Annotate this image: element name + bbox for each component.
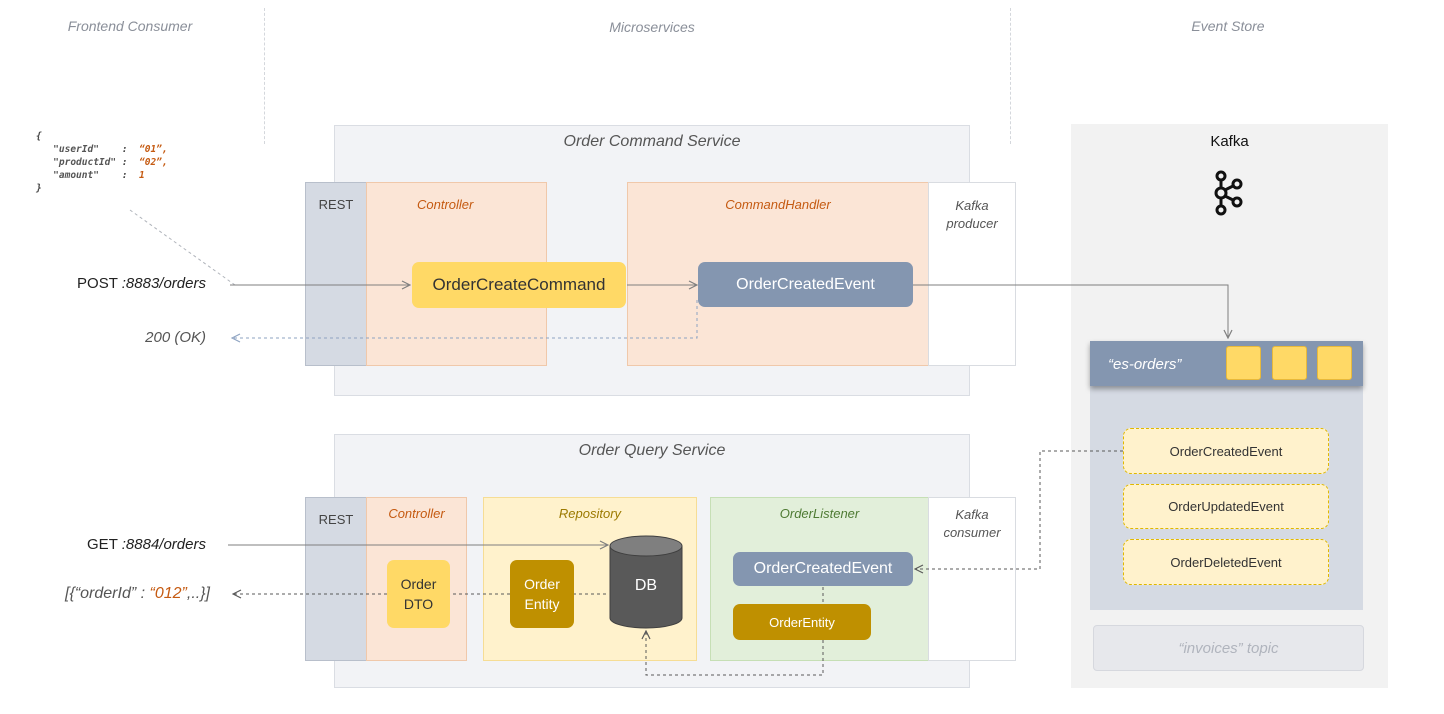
order-query-service-title: Order Query Service bbox=[578, 442, 726, 459]
query-controller: Controller bbox=[366, 497, 467, 661]
order-entity-line2: Entity bbox=[524, 596, 560, 612]
get-response-suffix: ,..}] bbox=[186, 585, 210, 602]
json-close-brace: } bbox=[36, 183, 42, 194]
get-response-value: “012” bbox=[149, 585, 187, 602]
kafka-consumer-line2: consumer bbox=[943, 525, 1001, 540]
kafka-title: Kafka bbox=[1210, 133, 1249, 150]
topic-partition-cell-1 bbox=[1226, 346, 1261, 380]
post-path: :8883/orders bbox=[121, 275, 206, 292]
post-response-label: 200 (OK) bbox=[145, 329, 206, 346]
request-json: { "userId" : “01”, "productId" : “02”, "… bbox=[36, 130, 236, 195]
json-value-userid: “01”, bbox=[139, 144, 168, 155]
get-path: :8884/orders bbox=[121, 536, 206, 553]
json-value-productid: “02”, bbox=[139, 157, 168, 168]
json-open-brace: { bbox=[36, 131, 42, 142]
column-separator-left bbox=[264, 8, 265, 144]
order-entity-repository: Order Entity bbox=[510, 560, 574, 628]
topic-partition-cell-3 bbox=[1317, 346, 1352, 380]
order-dto-line2: DTO bbox=[403, 596, 434, 612]
post-request-label: POST :8883/orders bbox=[20, 275, 206, 292]
json-pointer-line bbox=[129, 209, 236, 286]
kafka-producer-line1: Kafka bbox=[955, 198, 989, 213]
column-title-frontend: Frontend Consumer bbox=[67, 18, 193, 34]
event-item-updated: OrderUpdatedEvent bbox=[1123, 484, 1329, 529]
order-created-event-command: OrderCreatedEvent bbox=[698, 262, 913, 307]
kafka-consumer-line1: Kafka bbox=[955, 507, 989, 522]
get-method: GET bbox=[87, 536, 118, 553]
json-key-userid: "userId" bbox=[53, 144, 99, 155]
query-rest-layer: REST bbox=[305, 497, 367, 661]
json-value-amount: 1 bbox=[139, 170, 145, 181]
order-entity-line1: Order bbox=[524, 576, 560, 592]
get-response-label: [{“orderId” : “012”,..}] bbox=[0, 585, 210, 603]
get-request-label: GET :8884/orders bbox=[20, 536, 206, 553]
invoices-topic: “invoices” topic bbox=[1093, 625, 1364, 671]
json-key-productid: "productId" bbox=[53, 157, 117, 168]
event-item-deleted: OrderDeletedEvent bbox=[1123, 539, 1329, 585]
order-create-command: OrderCreateCommand bbox=[412, 262, 626, 308]
order-created-event-listener: OrderCreatedEvent bbox=[733, 552, 913, 586]
kafka-producer-line2: producer bbox=[946, 216, 998, 231]
order-command-service-title: Order Command Service bbox=[563, 133, 741, 150]
command-rest-layer: REST bbox=[305, 182, 367, 366]
order-dto-line1: Order bbox=[400, 576, 437, 592]
json-key-amount: "amount" bbox=[53, 170, 99, 181]
json-sep: : bbox=[121, 157, 128, 168]
db-icon bbox=[609, 535, 683, 629]
column-title-microservices: Microservices bbox=[609, 19, 695, 35]
json-sep: : bbox=[121, 170, 128, 181]
kafka-producer: Kafka producer bbox=[928, 182, 1016, 366]
get-response-prefix: [{“orderId” : bbox=[65, 585, 150, 602]
topic-partition-cell-2 bbox=[1272, 346, 1307, 380]
kafka-consumer: Kafka consumer bbox=[928, 497, 1016, 661]
column-title-event-store: Event Store bbox=[1191, 18, 1265, 34]
event-item-created: OrderCreatedEvent bbox=[1123, 428, 1329, 474]
post-method: POST bbox=[77, 275, 118, 292]
kafka-logo-icon bbox=[1214, 170, 1243, 216]
column-separator-right bbox=[1010, 8, 1011, 144]
json-sep: : bbox=[121, 144, 128, 155]
order-dto: Order DTO bbox=[387, 560, 450, 628]
order-entity-listener: OrderEntity bbox=[733, 604, 871, 640]
db-label: DB bbox=[634, 577, 658, 594]
